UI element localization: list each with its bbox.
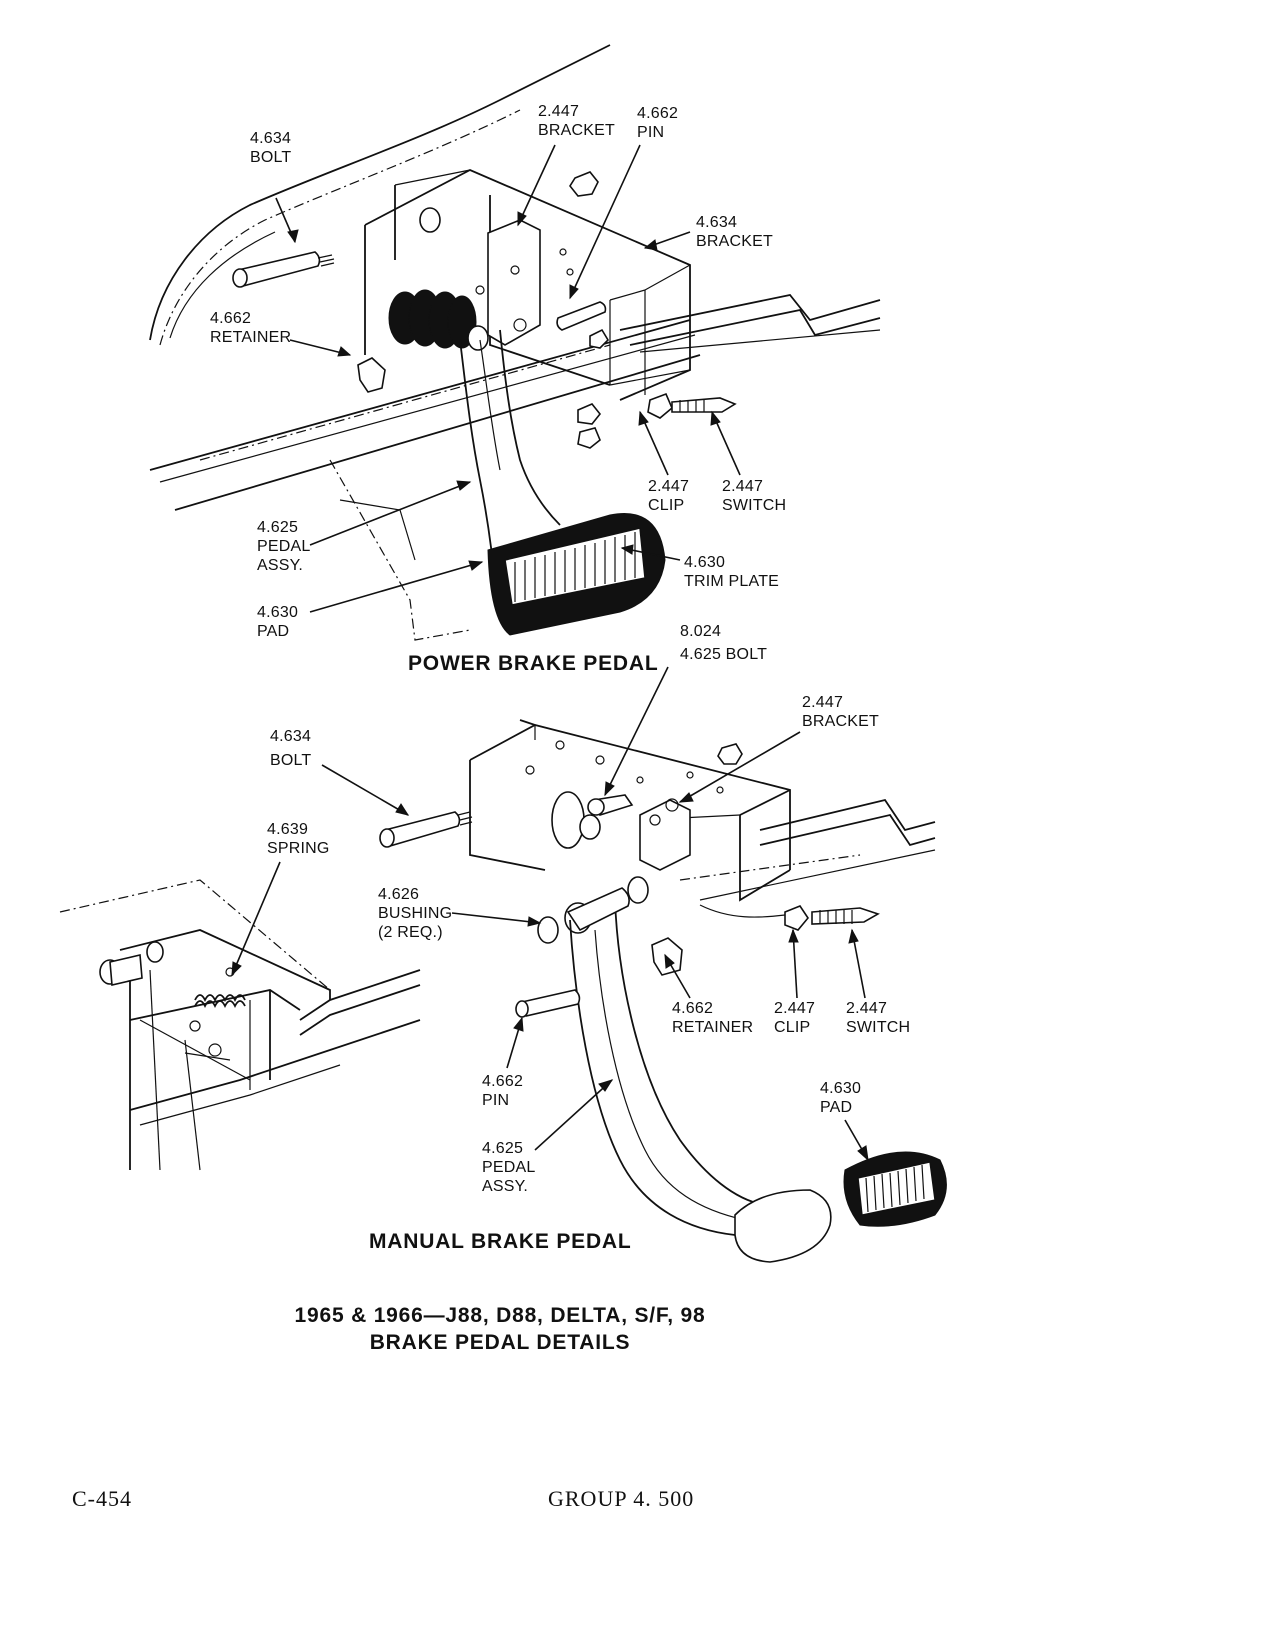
power-pad-name: PAD [257, 623, 290, 640]
power-spring [388, 289, 489, 351]
group-number: GROUP 4. 500 [548, 1486, 695, 1511]
power-clip-number: 2.447 [648, 478, 690, 495]
manual-pedal-assy-line2: PEDAL [482, 1159, 536, 1176]
power-retainer-number: 4.662 [210, 310, 252, 327]
power-bolt-number: 4.634 [250, 130, 292, 147]
manual-pedal-assy-number: 4.625 [482, 1140, 524, 1157]
manual-pin-name: PIN [482, 1092, 510, 1109]
power-retainer-name: RETAINER [210, 329, 292, 346]
manual-pad-label: 4.630 PAD [820, 1079, 861, 1117]
power-pad-number: 4.630 [257, 604, 299, 621]
power-pedal-assy-label: 4.625 PEDAL ASSY. [257, 518, 310, 575]
power-bracket-left-number: 2.447 [538, 103, 580, 120]
manual-bushing-label: 4.626 BUSHING (2 REQ.) [378, 885, 452, 942]
power-pedal-assy-line3: ASSY. [257, 557, 304, 574]
manual-pedal-assy-label: 4.625 PEDAL ASSY. [482, 1139, 535, 1196]
manual-bracket-label: 2.447 BRACKET [802, 693, 879, 731]
manual-clip-number: 2.447 [774, 1000, 816, 1017]
power-trim-plate-number: 4.630 [684, 554, 726, 571]
power-brake-assembly-drawing [149, 44, 881, 641]
power-bracket-right-number: 4.634 [696, 214, 738, 231]
manual-bushing-name: BUSHING [378, 905, 453, 922]
power-bracket-right-label: 4.634 BRACKET [696, 213, 773, 251]
page-number: C-454 [72, 1486, 132, 1511]
manual-bolt-name: BOLT [270, 752, 312, 769]
power-clip-name: CLIP [648, 497, 685, 514]
manual-spring-name: SPRING [267, 840, 330, 857]
power-pin-name: PIN [637, 124, 665, 141]
manual-switch-name: SWITCH [846, 1019, 911, 1036]
manual-pin-number: 4.662 [482, 1073, 524, 1090]
power-switch-name: SWITCH [722, 497, 787, 514]
power-switch-number: 2.447 [722, 478, 764, 495]
manual-bushing-number: 4.626 [378, 886, 420, 903]
manual-retainer-name: RETAINER [672, 1019, 754, 1036]
power-pad-label: 4.630 PAD [257, 603, 298, 641]
power-bolt-name: BOLT [250, 149, 292, 166]
inset-spring-coil [194, 994, 246, 1009]
manual-brake-assembly-drawing [59, 719, 947, 1263]
power-clip-label: 2.447 CLIP [648, 477, 689, 515]
manual-spring-number: 4.639 [267, 821, 309, 838]
manual-bushing-note: (2 REQ.) [378, 924, 443, 941]
manual-pad-name: PAD [820, 1099, 853, 1116]
manual-pad-number: 4.630 [820, 1080, 862, 1097]
power-pin-label: 4.662 PIN [637, 104, 678, 142]
power-brake-heading: POWER BRAKE PEDAL [408, 652, 659, 675]
manual-bracket-name: BRACKET [802, 713, 879, 730]
manual-retainer-label: 4.662 RETAINER [672, 999, 753, 1037]
manual-switch-label: 2.447 SWITCH [846, 999, 910, 1037]
manual-bracket-number: 2.447 [802, 694, 844, 711]
power-bracket-left-name: BRACKET [538, 122, 615, 139]
manual-leader-lines [231, 666, 869, 1162]
caption-title: BRAKE PEDAL DETAILS [369, 1331, 631, 1354]
power-pedal-pad [487, 513, 666, 636]
power-switch-label: 2.447 SWITCH [722, 477, 786, 515]
power-bracket-right-name: BRACKET [696, 233, 773, 250]
power-bolt-label: 4.634 BOLT [250, 129, 291, 167]
manual-bolt-number: 4.634 [270, 728, 312, 745]
manual-pin-label: 4.662 PIN [482, 1072, 523, 1110]
manual-switch-number: 2.447 [846, 1000, 888, 1017]
power-leader-lines [275, 144, 741, 613]
manual-pedal-assy-line3: ASSY. [482, 1178, 529, 1195]
power-pedal-assy-line2: PEDAL [257, 538, 311, 555]
manual-pedal-bolt-line2: 4.625 BOLT [680, 646, 768, 663]
manual-pedal-bolt-line1: 8.024 [680, 623, 722, 640]
manual-brake-heading: MANUAL BRAKE PEDAL [369, 1230, 632, 1253]
power-pedal-assy-number: 4.625 [257, 519, 299, 536]
manual-bolt-label: 4.634 BOLT [270, 727, 311, 770]
manual-clip-label: 2.447 CLIP [774, 999, 815, 1037]
caption-models: 1965 & 1966—J88, D88, DELTA, S/F, 98 [294, 1304, 706, 1327]
manual-pedal-pad [843, 1151, 947, 1227]
figure-caption: 1965 & 1966—J88, D88, DELTA, S/F, 98 BRA… [0, 1302, 1000, 1356]
power-trim-plate-name: TRIM PLATE [684, 573, 780, 590]
manual-pedal-bolt-label: 8.024 4.625 BOLT [680, 622, 767, 664]
power-pin-number: 4.662 [637, 105, 679, 122]
manual-spring-label: 4.639 SPRING [267, 820, 330, 858]
power-retainer-label: 4.662 RETAINER [210, 309, 291, 347]
manual-clip-name: CLIP [774, 1019, 811, 1036]
power-trim-plate-label: 4.630 TRIM PLATE [684, 553, 779, 591]
manual-retainer-number: 4.662 [672, 1000, 714, 1017]
power-bracket-left-label: 2.447 BRACKET [538, 102, 615, 140]
